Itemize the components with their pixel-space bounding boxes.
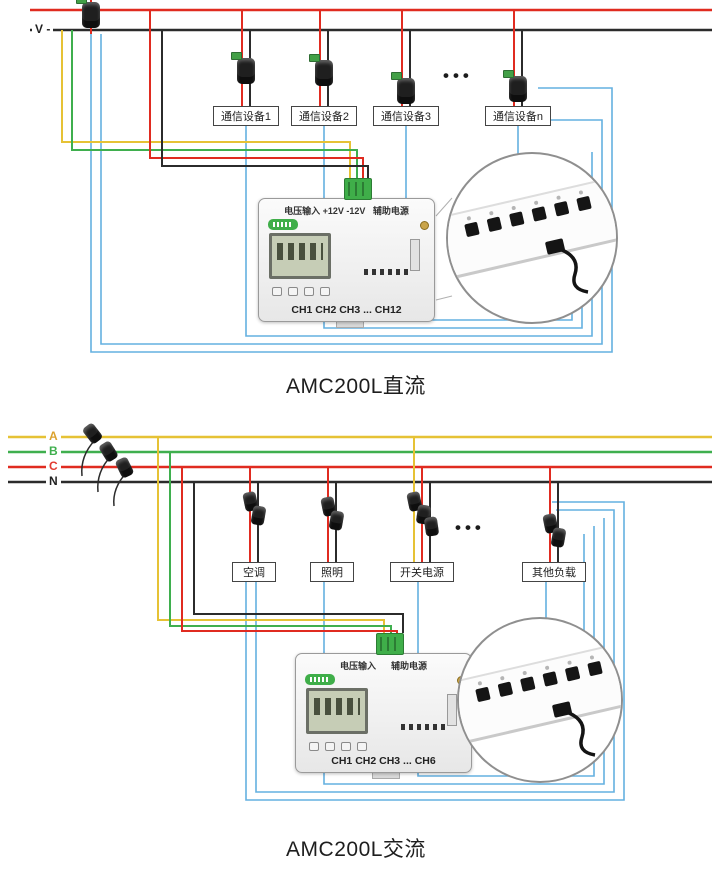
meter-button [341,742,351,751]
ct-secondary-terminal [503,70,514,78]
load-box-aircon: 空调 [232,562,276,582]
ac-caption: AMC200L交流 [286,838,426,861]
dc-bus-lines [30,8,712,32]
ellipsis-dots: ••• [455,518,485,537]
meter-button [325,742,335,751]
zoom-detail-circle [446,152,618,324]
io-markings [401,724,445,730]
phase-label-b: B [46,444,61,458]
dc-caption: AMC200L直流 [286,375,426,398]
meter-button [357,742,367,751]
ct-secondary-terminal [391,72,402,80]
meter-button [304,287,314,296]
ellipsis-dots: ••• [443,66,473,85]
current-transformer-icon [231,52,255,84]
current-transformer-icon [309,54,333,86]
dc-voltage-input-wires [61,10,369,180]
ac-voltage-input-wires [157,437,404,633]
phase-label-a: A [46,429,61,443]
current-transformer-icon [76,0,100,28]
phase-label-n: N [46,474,61,488]
plug-and-cable-icon [545,238,589,294]
ct-secondary-terminal [231,52,242,60]
sim-card-slot [447,694,457,726]
channel-labels: CH1 CH2 CH3 ... CH12 [291,304,402,316]
voltage-terminal-block [376,633,404,655]
load-box-switch-psu: 开关电源 [390,562,454,582]
channel-labels: CH1 CH2 CH3 ... CH6 [331,755,436,767]
brand-logo [268,219,298,230]
device-box-3: 通信设备3 [373,106,439,126]
current-transformer-icon [503,70,527,102]
load-box-other: 其他负载 [522,562,586,582]
device-box-2: 通信设备2 [291,106,357,126]
voltage-terminal-block [344,178,372,200]
amc200l-meter-dc: 电压输入 +12V -12V 辅助电源 CH1 CH2 CH3 ... CH12 [258,198,435,322]
phase-label-c: C [46,459,61,473]
current-transformer-icon [391,72,415,104]
meter-top-label: 电压输入 +12V -12V 辅助电源 [284,206,409,216]
zoom-detail-circle [457,617,623,783]
meter-button [272,287,282,296]
meter-button [309,742,319,751]
device-box-n: 通信设备n [485,106,551,126]
brand-logo [305,674,335,685]
current-transformer-icon [423,516,440,537]
meter-buttons [272,287,330,296]
device-box-1: 通信设备1 [213,106,279,126]
amc200l-meter-ac: 电压输入 辅助电源 CH1 CH2 CH3 ... CH6 [295,653,472,773]
io-markings [364,269,408,275]
meter-button [288,287,298,296]
ct-secondary-terminal [76,0,87,4]
load-box-lighting: 照明 [310,562,354,582]
plug-and-cable-icon [552,701,596,757]
meter-buttons [309,742,367,751]
ac-load-drops [249,437,559,562]
dc-branch-drops [90,0,523,106]
dc-bus-negative-label: V - [32,22,54,36]
antenna-connector-icon [420,221,429,230]
ct-secondary-terminal [309,54,320,62]
lcd-screen [306,688,368,734]
sim-card-slot [410,239,420,271]
meter-button [320,287,330,296]
lcd-screen [269,233,331,279]
meter-top-label: 电压输入 辅助电源 [339,661,427,671]
dc-zoom-leader-lines [435,197,453,301]
